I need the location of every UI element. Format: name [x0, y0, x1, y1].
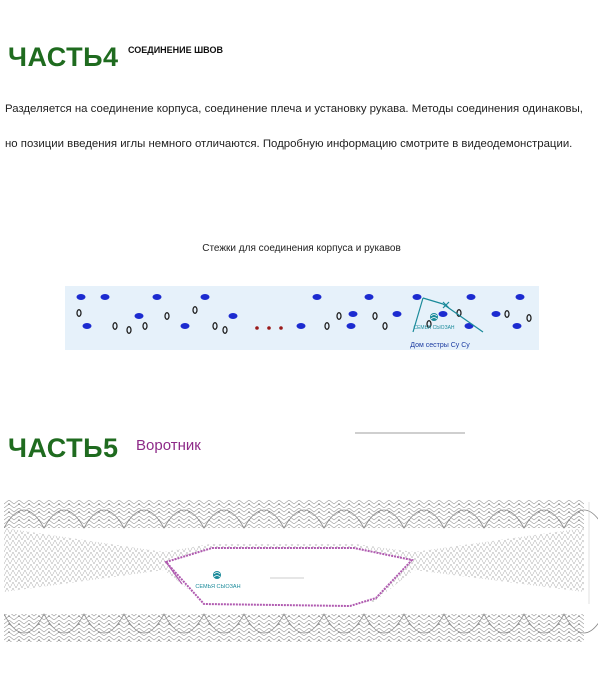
top-rule: [355, 432, 465, 434]
chain-loop: [372, 312, 378, 320]
stitch-oval: [346, 323, 356, 329]
cross-mark: [442, 301, 450, 309]
direction-arrow: [422, 297, 444, 305]
collar-watermark: СЕМЬЯ СЫОЗАН: [195, 584, 240, 590]
part4-paragraph-line2: но позиции введения иглы немного отличаю…: [5, 138, 573, 150]
stitch-oval: [491, 311, 501, 317]
chain-loop: [526, 314, 532, 322]
ellipsis-dot: [267, 326, 271, 330]
chain-loop: [126, 326, 132, 334]
stitch-oval: [82, 323, 92, 329]
yarn-logo-icon: [213, 571, 221, 579]
stitch-diagram-svg: СЕМЬЯ СЫОЗАН Дом сестры Су Су: [76, 294, 532, 349]
part4-subheading: СОЕДИНЕНИЕ ШВОВ: [128, 45, 223, 55]
stitch-oval: [152, 294, 162, 300]
stitch-oval: [134, 313, 144, 319]
stitch-oval: [412, 294, 422, 300]
chain-loop: [382, 322, 388, 330]
chain-loop: [212, 322, 218, 330]
chain-loop: [76, 309, 82, 317]
chain-loop: [426, 320, 432, 328]
ellipsis-dot: [279, 326, 283, 330]
stitch-oval: [180, 323, 190, 329]
collar-chart: СЕМЬЯ СЫОЗАН: [3, 492, 603, 667]
stitch-diagram: СЕМЬЯ СЫОЗАН Дом сестры Су Су: [65, 286, 539, 350]
stitch-oval: [515, 294, 525, 300]
ellipsis-dot: [255, 326, 259, 330]
stitch-oval: [228, 313, 238, 319]
watermark-top: СЕМЬЯ СЫОЗАН: [413, 325, 454, 331]
stitch-oval: [296, 323, 306, 329]
chain-loop: [504, 310, 510, 318]
stitch-oval: [348, 311, 358, 317]
part4-heading: ЧАСТЬ4: [8, 42, 119, 72]
direction-arrow: [442, 303, 484, 333]
stitch-oval: [438, 311, 448, 317]
stitch-oval: [200, 294, 210, 300]
neck-side-line: [165, 561, 183, 585]
chain-loop: [324, 322, 330, 330]
stitch-oval: [392, 311, 402, 317]
chain-loop: [456, 309, 462, 317]
stitch-oval: [100, 294, 110, 300]
chain-loop: [112, 322, 118, 330]
stitch-oval: [466, 294, 476, 300]
part4-paragraph-line1: Разделяется на соединение корпуса, соеди…: [5, 103, 583, 115]
bottom-scallop-border: [3, 613, 603, 642]
collar-chart-svg: СЕМЬЯ СЫОЗАН: [3, 500, 603, 642]
chain-loop: [336, 312, 342, 320]
part5-heading: ЧАСТЬ5: [8, 433, 119, 463]
stitch-oval: [364, 294, 374, 300]
chain-loop: [142, 322, 148, 330]
stitch-diagram-caption: Стежки для соединения корпуса и рукавов: [202, 243, 401, 254]
stitch-oval: [312, 294, 322, 300]
neck-opening: [164, 547, 414, 608]
stitch-oval: [76, 294, 86, 300]
left-fan-section: [4, 528, 164, 592]
chain-loop: [164, 312, 170, 320]
stitch-oval: [512, 323, 522, 329]
direction-arrow: [412, 297, 424, 333]
chain-loop: [192, 306, 198, 314]
top-scallop-border: [3, 500, 603, 529]
right-fan-section: [414, 528, 584, 592]
part5-subheading: Воротник: [136, 437, 201, 454]
watermark-bottom: Дом сестры Су Су: [410, 342, 470, 349]
yarn-logo-icon: [430, 313, 438, 321]
chain-loop: [222, 326, 228, 334]
